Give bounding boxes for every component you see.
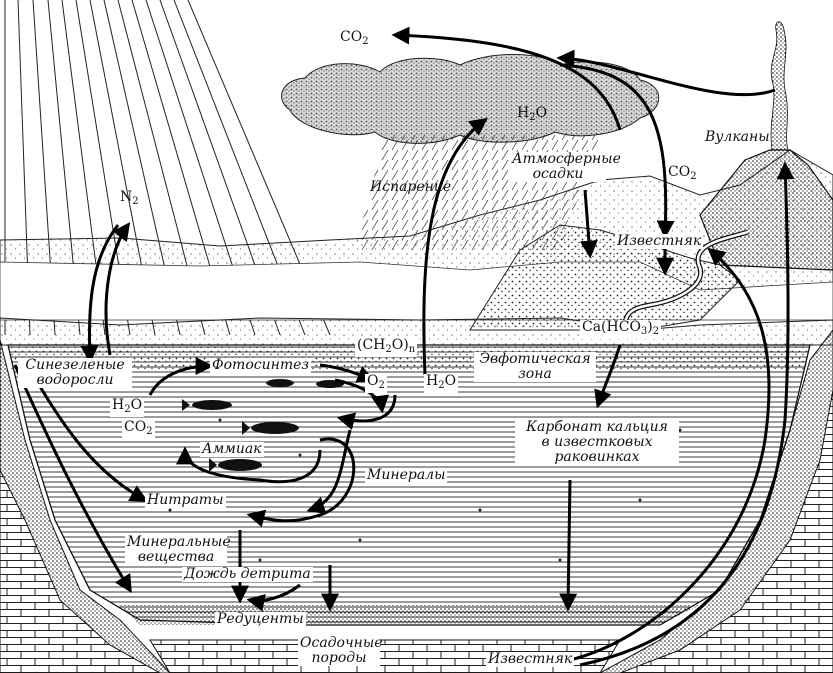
label-precipitation: Атмосферные осадки xyxy=(510,151,621,182)
arrow-down-ch2o xyxy=(246,583,301,612)
arrow-o2-loop xyxy=(336,394,397,431)
label-blue-green-algae: Синезеленые водоросли xyxy=(18,358,132,388)
arrow-n2-down xyxy=(80,224,120,364)
arrow-minerals-loop xyxy=(306,429,352,514)
label-volcanoes: Вулканы xyxy=(705,129,770,145)
label-mineral-substances: Минеральные вещества xyxy=(125,534,231,565)
label-calcium-carbonate: Карбонат кальция в известковых раковинка… xyxy=(515,420,679,465)
label-n2: N2 xyxy=(120,189,139,208)
label-ch2o: (CH2O)n xyxy=(355,337,418,357)
arrow-to-limestone xyxy=(559,63,675,239)
lake-bottom-sediment xyxy=(120,605,700,625)
label-evaporation: Испарение xyxy=(370,179,452,195)
label-sedimentary-rocks: Осадочные породы xyxy=(298,635,383,666)
label-euphotic-zone: Эвфотическая зона xyxy=(474,352,596,382)
label-co2-top: CO2 xyxy=(340,29,369,48)
left-bank-bricks xyxy=(0,469,162,673)
cloud xyxy=(281,54,660,144)
arrow-photo-left xyxy=(148,357,214,396)
label-limestone-top: Известняк xyxy=(615,233,704,249)
label-h2o-left: H2O xyxy=(110,397,145,417)
label-co2-volcano: CO2 xyxy=(668,164,697,183)
arrow-n2-up xyxy=(104,222,131,356)
arrow-detritus-3 xyxy=(559,479,578,612)
arrow-volcano-co2 xyxy=(556,49,776,97)
label-h2o-surface: H2O xyxy=(424,373,459,393)
fish xyxy=(242,421,299,435)
label-photosynthesis: Фотосинтез xyxy=(210,357,312,373)
fish xyxy=(266,379,294,387)
particles xyxy=(168,418,682,562)
label-co2-left: CO2 xyxy=(122,419,155,439)
label-reducers: Редуценты xyxy=(215,611,306,627)
arrow-sediment-up xyxy=(569,247,771,662)
fish xyxy=(182,399,232,411)
arrow-precipitation xyxy=(579,189,598,259)
label-ammonia: Аммиак xyxy=(200,441,264,457)
fish xyxy=(316,380,344,388)
fish-group xyxy=(182,379,344,472)
right-bank-bricks xyxy=(619,389,833,673)
label-h2o-cloud: H2O xyxy=(517,105,548,124)
arrow-volcano-up xyxy=(579,161,795,667)
label-minerals: Минералы xyxy=(365,467,448,483)
label-bicarbonate: Ca(HCO3)2 xyxy=(580,319,662,339)
label-detritus-rain: Дождь детрита xyxy=(182,566,313,582)
arrow-ammonia xyxy=(176,446,322,484)
fish xyxy=(209,458,262,472)
label-o2: O2 xyxy=(365,373,387,393)
arrow-bicarbonate xyxy=(594,344,622,409)
label-nitrates: Нитраты xyxy=(145,492,226,508)
volcano xyxy=(699,149,833,271)
arrow-co2-top xyxy=(391,26,622,131)
arrow-evaporation xyxy=(422,117,488,376)
label-limestone-bottom: Известняк xyxy=(486,651,575,667)
volcano-smoke xyxy=(770,21,789,151)
